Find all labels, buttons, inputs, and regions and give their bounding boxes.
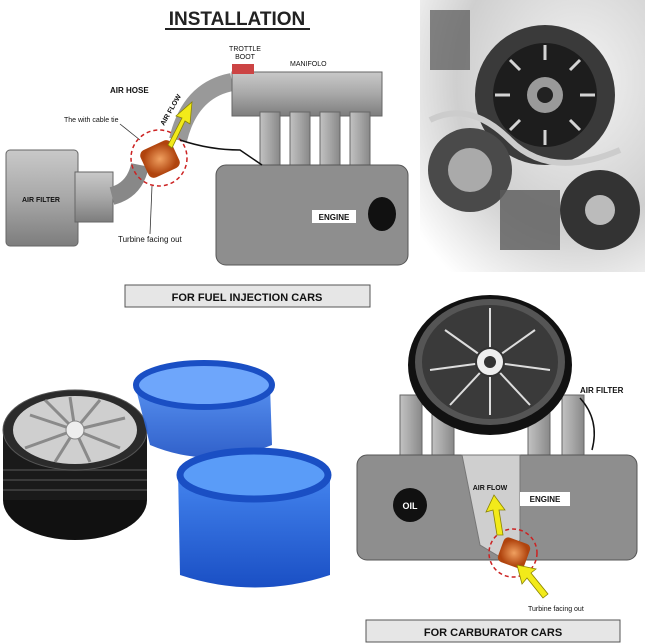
blue-hose-photo [133,360,332,588]
manifold-label: MANIFOLO [290,61,327,68]
fuel-injection-banner [124,284,371,308]
carb-air-filter-label: AIR FILTER [580,386,624,395]
yellow-arrow-icon [167,101,193,149]
engine-label: ENGINE [319,213,350,222]
throttle-label: TROTTLE [229,46,261,53]
carburetor-diagram: OIL ENGINE AIR FLOW AIR FILTER Turbine f… [356,295,638,613]
carburetor-banner [365,619,621,643]
carburetor-banner-text: FOR CARBURATOR CARS [424,627,562,639]
carb-turbine-label: Turbine facing out [528,606,584,613]
boot-label: BOOT [235,54,256,61]
turbo-fan-photo [2,389,148,540]
engine-photo [420,0,645,272]
fuel-injection-diagram: AIR FILTER ENGINE TROTTLE BOOT MANIFOLO … [5,46,409,266]
air-hose-label: AIR HOSE [110,86,149,95]
oil-label: OIL [403,501,419,511]
carb-yellow-arrow-icon [485,494,506,536]
air-filter-label: AIR FILTER [22,197,60,204]
carb-air-flow-label: AIR FLOW [473,485,508,492]
turbine-label: Turbine facing out [118,235,183,244]
cable-tie-label: The with cable tie [64,117,119,124]
carb-engine-label: ENGINE [530,495,561,504]
page-title: INSTALLATION [169,9,306,30]
fuel-injection-banner-text: FOR FUEL INJECTION CARS [172,292,323,304]
